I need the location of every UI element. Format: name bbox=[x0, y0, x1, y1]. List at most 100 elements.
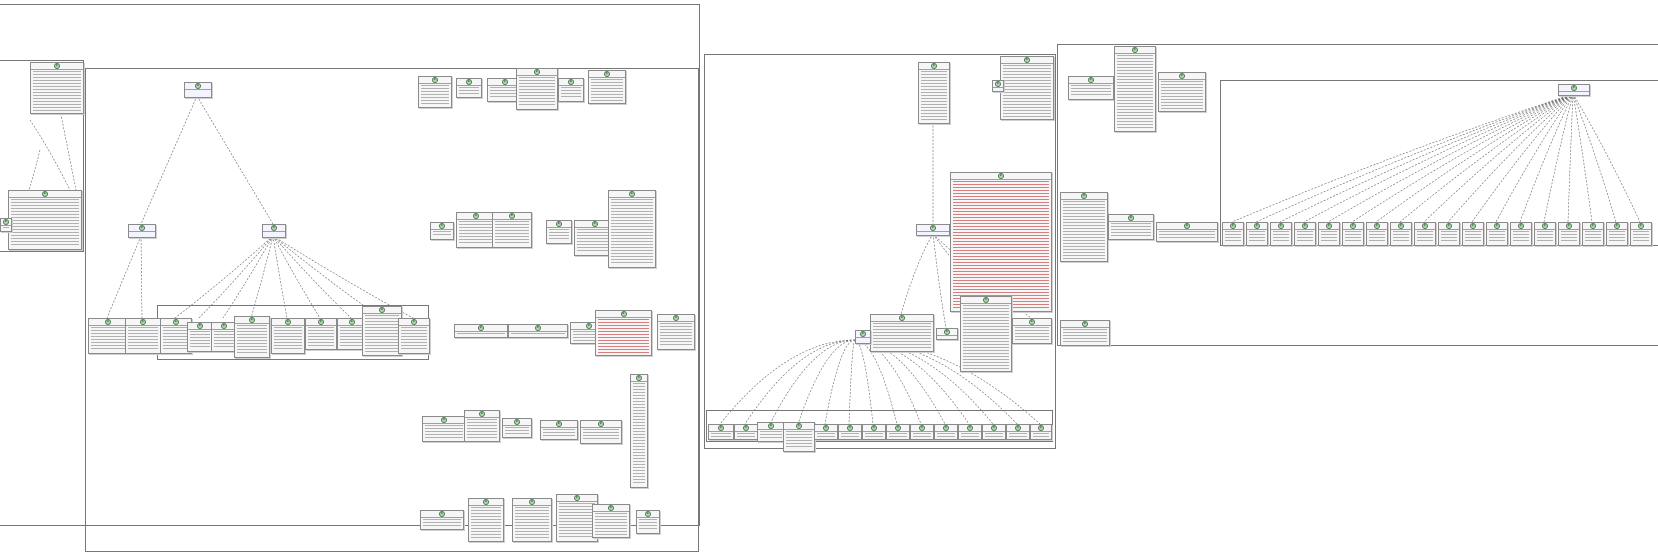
class-box[interactable]: C bbox=[125, 318, 161, 354]
class-box[interactable]: C bbox=[936, 328, 958, 340]
class-box[interactable]: C bbox=[540, 420, 578, 440]
class-box[interactable]: C bbox=[1000, 56, 1054, 120]
class-members bbox=[519, 77, 555, 107]
class-members bbox=[1369, 231, 1385, 243]
class-box[interactable]: C bbox=[608, 190, 656, 268]
class-box[interactable]: C bbox=[456, 212, 496, 248]
class-box[interactable]: C bbox=[1582, 222, 1604, 246]
class-box[interactable]: C bbox=[960, 296, 1012, 372]
interface-box[interactable]: C bbox=[262, 224, 286, 238]
class-box[interactable]: C bbox=[420, 510, 464, 530]
class-box[interactable]: C bbox=[1342, 222, 1364, 246]
class-icon: C bbox=[983, 297, 989, 303]
class-box[interactable]: C bbox=[187, 322, 213, 352]
class-box[interactable]: C bbox=[1534, 222, 1556, 246]
class-box[interactable]: C bbox=[580, 420, 622, 444]
class-box[interactable]: C bbox=[1510, 222, 1532, 246]
class-box[interactable]: C bbox=[757, 422, 785, 442]
class-members bbox=[760, 431, 782, 439]
class-box[interactable]: C bbox=[934, 424, 958, 440]
class-box[interactable]: C bbox=[492, 212, 532, 248]
class-box[interactable]: C bbox=[422, 416, 466, 442]
class-box[interactable]: C bbox=[1630, 222, 1652, 246]
class-box[interactable]: C bbox=[558, 78, 584, 102]
class-box[interactable]: C bbox=[657, 314, 695, 350]
class-box[interactable]: C bbox=[1030, 424, 1052, 440]
class-box[interactable]: C bbox=[305, 318, 337, 350]
class-box[interactable]: C bbox=[1222, 222, 1244, 246]
class-box[interactable]: C bbox=[1390, 222, 1412, 246]
interface-box[interactable]: C bbox=[916, 224, 950, 236]
class-box[interactable]: C bbox=[512, 498, 552, 542]
class-box[interactable]: C bbox=[910, 424, 934, 440]
class-box[interactable]: C bbox=[454, 324, 508, 338]
class-box[interactable]: C bbox=[1558, 222, 1580, 246]
class-box[interactable]: C bbox=[1438, 222, 1460, 246]
class-box[interactable]: C bbox=[1462, 222, 1484, 246]
class-box[interactable]: C bbox=[502, 418, 532, 438]
class-box[interactable]: C bbox=[1156, 222, 1218, 242]
class-box[interactable]: C bbox=[362, 306, 402, 356]
interface-box[interactable]: C bbox=[128, 224, 156, 238]
class-box[interactable]: C bbox=[1012, 318, 1052, 344]
class-box[interactable]: C bbox=[508, 324, 568, 338]
class-box[interactable]: C bbox=[398, 318, 430, 354]
class-box[interactable]: C bbox=[886, 424, 910, 440]
class-box[interactable]: C bbox=[88, 318, 128, 354]
class-box[interactable]: C bbox=[1060, 320, 1110, 346]
class-box[interactable]: C bbox=[1270, 222, 1292, 246]
class-box[interactable]: C bbox=[1108, 214, 1154, 240]
class-box[interactable]: C bbox=[1060, 192, 1108, 262]
class-box[interactable]: C bbox=[418, 76, 452, 108]
class-box[interactable]: C bbox=[1068, 76, 1114, 100]
class-box[interactable]: C bbox=[636, 510, 660, 534]
class-box[interactable]: C bbox=[464, 410, 500, 442]
class-box[interactable]: C bbox=[456, 78, 482, 98]
class-box[interactable]: C bbox=[1366, 222, 1388, 246]
class-box[interactable]: C bbox=[595, 310, 652, 356]
class-box[interactable]: C bbox=[734, 424, 758, 440]
class-box[interactable]: C bbox=[468, 498, 504, 542]
class-box[interactable]: C bbox=[271, 318, 305, 354]
class-box[interactable]: C bbox=[862, 424, 886, 440]
class-members bbox=[921, 71, 947, 121]
class-box[interactable]: C bbox=[234, 316, 270, 358]
class-box[interactable]: C bbox=[1006, 424, 1030, 440]
class-box[interactable]: C bbox=[870, 314, 934, 352]
class-box[interactable]: C bbox=[556, 494, 598, 542]
interface-box[interactable]: C bbox=[1558, 84, 1590, 96]
class-box[interactable]: C bbox=[1414, 222, 1436, 246]
class-box[interactable]: C bbox=[430, 222, 454, 240]
class-box[interactable]: C bbox=[160, 318, 192, 354]
class-box[interactable]: C bbox=[1318, 222, 1340, 246]
class-box[interactable]: C bbox=[838, 424, 862, 440]
class-box[interactable]: C bbox=[1246, 222, 1268, 246]
interface-box[interactable]: C bbox=[855, 330, 871, 344]
class-box[interactable]: C bbox=[592, 504, 630, 538]
class-members bbox=[841, 433, 859, 437]
class-box[interactable]: C bbox=[814, 424, 838, 440]
class-header: C bbox=[1001, 57, 1053, 64]
class-box[interactable]: C bbox=[0, 218, 12, 232]
class-box[interactable]: C bbox=[918, 62, 950, 124]
class-box[interactable]: C bbox=[211, 322, 237, 352]
class-box[interactable]: C bbox=[588, 70, 626, 104]
class-box[interactable]: C bbox=[30, 62, 84, 114]
class-box[interactable]: C bbox=[1158, 72, 1206, 112]
class-box[interactable]: C bbox=[982, 424, 1006, 440]
class-box[interactable]: C bbox=[546, 220, 572, 244]
class-header: C bbox=[272, 319, 304, 326]
interface-box[interactable]: C bbox=[992, 80, 1004, 92]
class-box[interactable]: C bbox=[708, 424, 734, 440]
class-box[interactable]: C bbox=[1486, 222, 1508, 246]
class-box[interactable]: C bbox=[1114, 46, 1156, 132]
class-box[interactable]: C bbox=[783, 422, 815, 452]
class-box[interactable]: C bbox=[516, 68, 558, 110]
class-box[interactable]: C bbox=[1606, 222, 1628, 246]
class-box[interactable]: C bbox=[8, 190, 82, 250]
class-box[interactable]: C bbox=[1294, 222, 1316, 246]
class-box[interactable]: C bbox=[950, 172, 1052, 312]
interface-box[interactable]: C bbox=[184, 82, 212, 98]
class-box[interactable]: C bbox=[630, 374, 648, 488]
class-box[interactable]: C bbox=[958, 424, 982, 440]
